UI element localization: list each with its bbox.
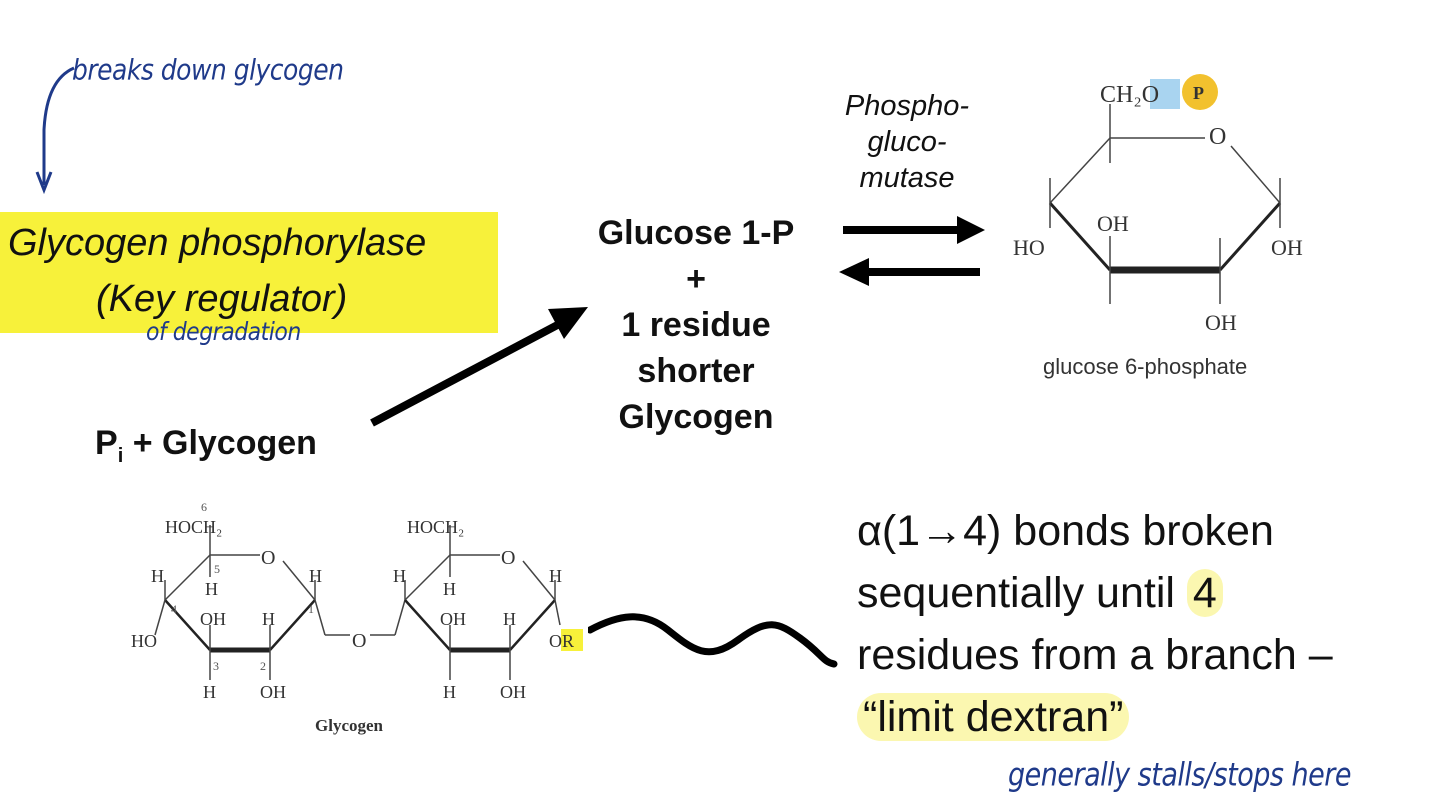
glycogen-oh: OH (260, 682, 286, 702)
glycogen-c1: 1 (308, 602, 314, 616)
glycogen-chain-wave (588, 613, 838, 668)
phosphate-badge-icon (1182, 74, 1218, 110)
or-highlight (561, 629, 583, 651)
product-line3: 1 residue (621, 306, 771, 344)
bonds-line2-text: sequentially until (857, 569, 1187, 617)
glycogen-ring-o-2: O (501, 547, 515, 569)
glycogen-bond (404, 599, 451, 651)
bonds-line2: sequentially until 4 (857, 562, 1333, 624)
limit-dextran-highlight: “limit dextran” (857, 693, 1130, 741)
g6p-bond (1218, 201, 1282, 272)
g6p-ring-o: O (1209, 124, 1226, 150)
mutase-line3: mutase (859, 162, 955, 194)
glycogen-ho: HO (131, 631, 157, 651)
glycogen-oh: OH (200, 609, 226, 629)
glycogen-c6: 6 (201, 500, 207, 514)
g6p-p-badge: P (1193, 83, 1204, 103)
glycogen-ring-1 (154, 525, 326, 680)
glycogen-hoch2-1: HOCH₂ (165, 517, 222, 537)
glucose-6-phosphate-structure: CH₂O P O HO OH OH OH (1013, 74, 1303, 335)
product-block: Glucose 1-P + 1 residue shorter Glycogen (570, 210, 822, 440)
glycogen-bond (164, 554, 211, 601)
g6p-caption: glucose 6-phosphate (1043, 354, 1248, 379)
bonds-description: α(1→4) bonds broken sequentially until 4… (857, 500, 1333, 748)
glycogen-h: H (205, 579, 218, 599)
phosphate-symbol: P (95, 424, 118, 462)
glycogen-bond (554, 599, 561, 626)
g6p-ch2o: CH₂O (1100, 82, 1159, 108)
glycogen-ring-2 (404, 525, 561, 680)
enzyme-role: (Key regulator) (96, 278, 348, 320)
glycogen-bond (314, 599, 326, 636)
g6p-oh-bottom: OH (1205, 310, 1237, 335)
handwritten-note-stalls: generally stalls/stops here (1008, 756, 1351, 795)
phosphate-subscript: i (117, 444, 124, 467)
equilibrium-arrows-icon (839, 216, 985, 286)
glycogen-h: H (393, 566, 406, 586)
glycogen-ring-o-1: O (261, 547, 275, 569)
product-glucose-1p: Glucose 1-P (597, 214, 795, 252)
glycogen-h: H (262, 609, 275, 629)
glycogen-oh: OH (440, 609, 466, 629)
glycogen-h: H (443, 682, 456, 702)
glycogen-bond (404, 554, 451, 601)
glycogen-bridge-o: O (352, 630, 366, 652)
product-line5: Glycogen (618, 398, 774, 436)
enzyme-name: Glycogen phosphorylase (8, 222, 427, 264)
mutase-line2: gluco- (867, 126, 947, 158)
oxygen-highlight (1150, 79, 1180, 109)
product-plus: + (686, 260, 706, 298)
glycogen-c3: 3 (213, 659, 219, 673)
bonds-four-highlight: 4 (1186, 569, 1223, 617)
g6p-oh-right: OH (1271, 235, 1303, 260)
bonds-line4: “limit dextran” (857, 686, 1333, 748)
handwritten-arrow-icon (35, 66, 75, 195)
bonds-line1: α(1→4) bonds broken (857, 507, 1274, 555)
glycogen-h: H (151, 566, 164, 586)
glycogen-or: OR (549, 631, 574, 651)
handwritten-note-breaks-down: breaks down glycogen (72, 52, 344, 87)
product-line4: shorter (637, 352, 755, 390)
g6p-bond (1049, 137, 1111, 204)
glycogen-caption: Glycogen (315, 716, 384, 735)
glycogen-bond (394, 599, 406, 636)
handwritten-note-degradation: of degradation (146, 318, 301, 347)
glycogen-bond (282, 560, 316, 601)
glycogen-bond (509, 599, 556, 651)
glycogen-c2: 2 (260, 659, 266, 673)
reaction-arrow-icon (370, 307, 588, 427)
reactant-rest: + Glycogen (123, 424, 317, 462)
glycogen-h: H (203, 682, 216, 702)
glycogen-bond (164, 599, 211, 651)
glycogen-h: H (443, 579, 456, 599)
glycogen-oh: OH (500, 682, 526, 702)
glycogen-h: H (309, 566, 322, 586)
mutase-name: Phospho- gluco- mutase (822, 88, 992, 196)
g6p-bond (1230, 145, 1281, 204)
glycogen-bond (154, 599, 166, 636)
mutase-line1: Phospho- (844, 90, 970, 122)
glycogen-c5: 5 (214, 562, 220, 576)
glycogen-h: H (503, 609, 516, 629)
g6p-ho: HO (1013, 235, 1045, 260)
reactant-label: Pi + Glycogen (95, 424, 317, 468)
glycogen-bond (522, 560, 556, 601)
glycogen-structure: HOCH₂ 6 O 5 4 1 3 2 H H H OH H HO H OH O… (131, 500, 583, 735)
g6p-oh-mid: OH (1097, 211, 1129, 236)
enzyme-highlight-box (0, 212, 498, 333)
glycogen-h: H (549, 566, 562, 586)
glycogen-bond (269, 599, 316, 651)
glycogen-hoch2-2: HOCH₂ (407, 517, 464, 537)
bonds-line3: residues from a branch – (857, 631, 1333, 679)
glycogen-c4: 4 (171, 602, 177, 616)
g6p-bond (1048, 201, 1112, 272)
